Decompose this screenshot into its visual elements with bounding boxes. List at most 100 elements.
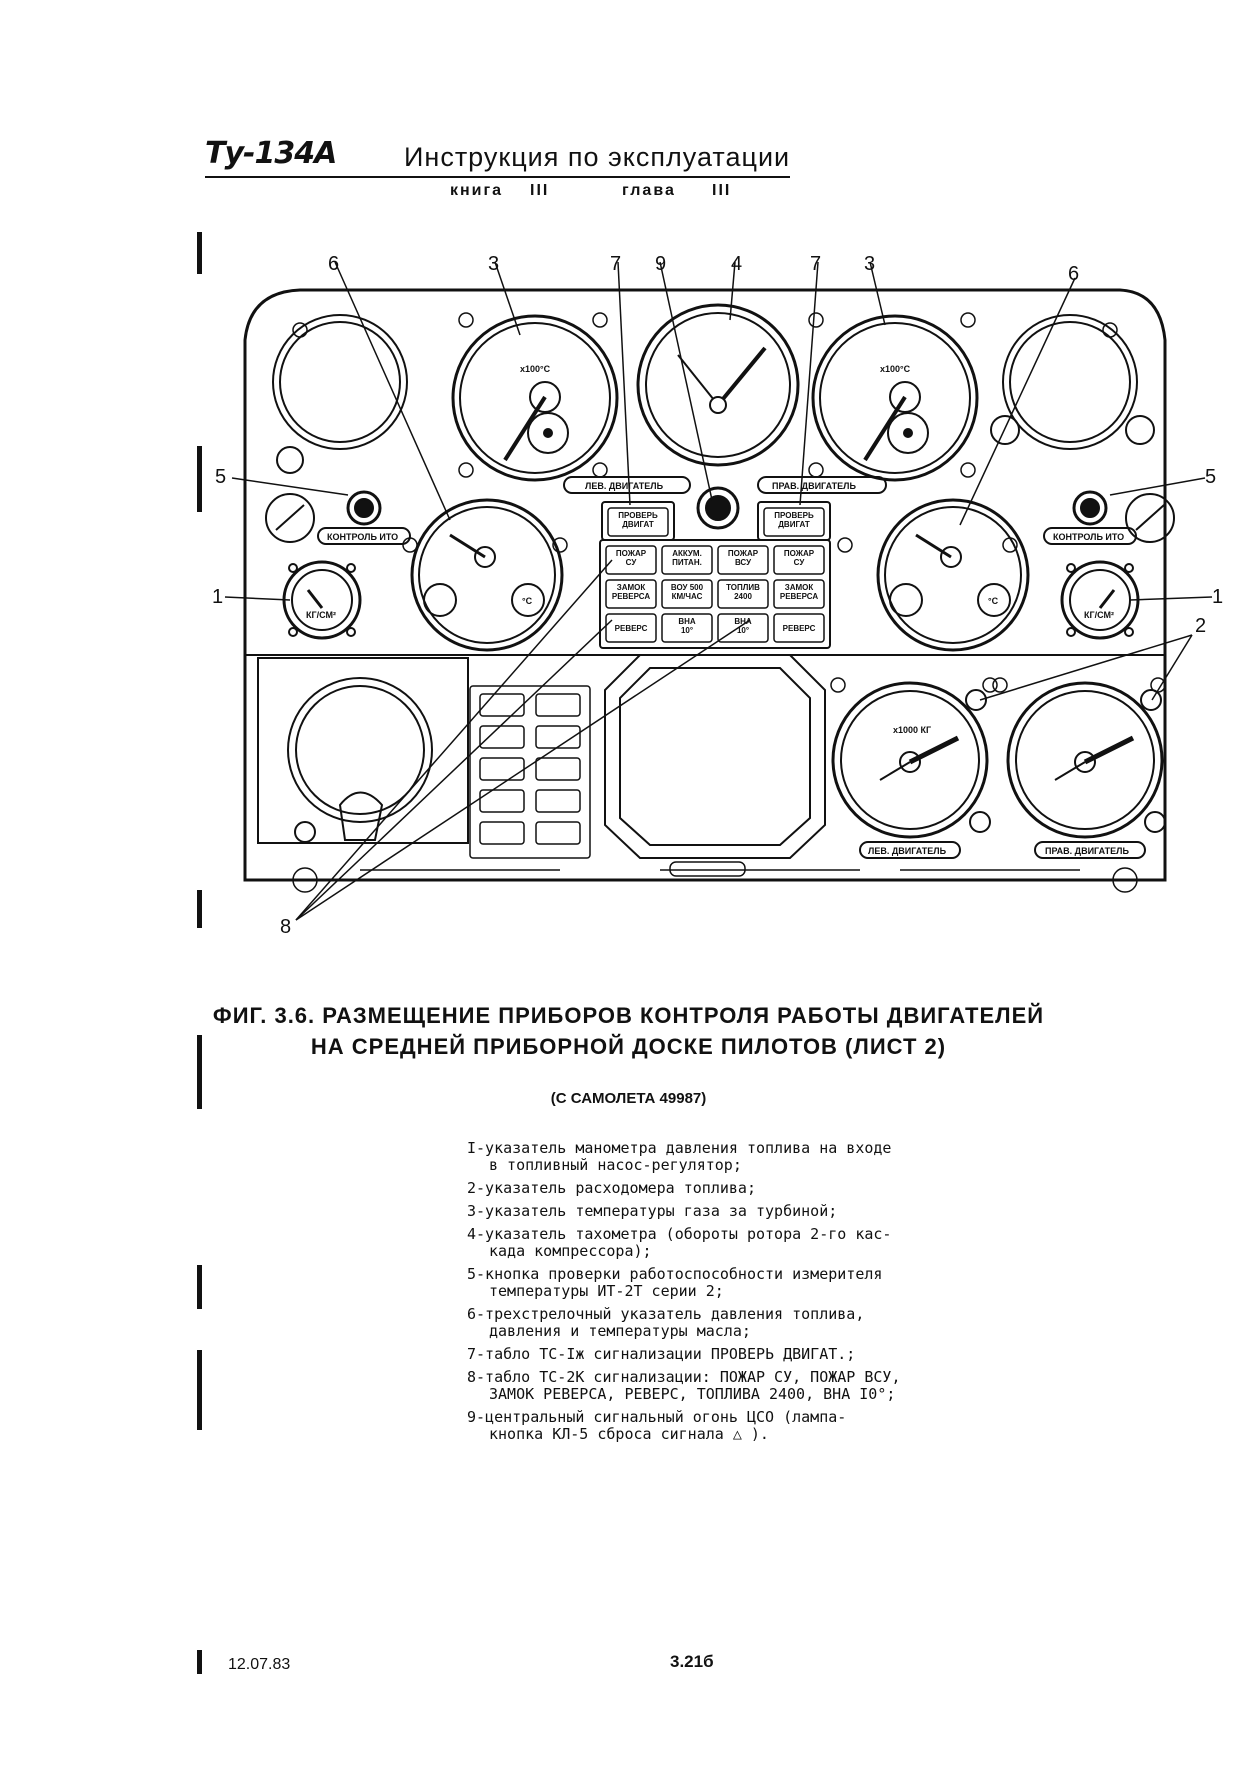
- callout-6-right: 6: [1068, 263, 1079, 285]
- tachometer-gauge: [636, 303, 800, 467]
- fuel-pressure-gauge-left: [282, 560, 362, 640]
- annunciator-lamp-frame: [717, 545, 769, 575]
- annunciator-lamp-label: 10°: [681, 626, 693, 635]
- callout-2: 2: [1195, 615, 1206, 637]
- annunciator-lamp-label: ПОЖАР: [728, 549, 759, 558]
- annunciator-lamp-label: СУ: [626, 558, 638, 567]
- egt-unit-right: x100°С: [880, 364, 911, 374]
- annunciator-lamp-frame: [605, 613, 657, 643]
- pressure-unit-right: КГ/СМ²: [1084, 610, 1114, 620]
- revision-bar: [197, 1650, 202, 1674]
- annunciator-lamp-label: ЗАМОК: [785, 583, 814, 592]
- temp-unit-left: °С: [522, 596, 533, 606]
- legend-item: 4-указатель тахометра (обороты ротора 2-…: [467, 1225, 892, 1260]
- annunciator-lamp-label: СУ: [794, 558, 806, 567]
- ito-check-label-left: КОНТРОЛЬ ИТО: [327, 532, 398, 542]
- annunciator-lamp-frame: [605, 545, 657, 575]
- revision-bar: [197, 1350, 202, 1430]
- callout-leaders: [224, 261, 1213, 921]
- left-engine-label-frame: [563, 476, 691, 494]
- footer-date: 12.07.83: [228, 1656, 291, 1673]
- annunciator-lamp-frame: [773, 545, 825, 575]
- right-engine-label: ПРАВ. ДВИГАТЕЛЬ: [772, 481, 856, 491]
- legend-item: 5-кнопка проверки работоспособности изме…: [467, 1265, 883, 1300]
- fuel-pressure-gauge-right: [1060, 560, 1140, 640]
- revision-bar: [197, 446, 202, 512]
- revision-bar: [197, 1265, 202, 1309]
- header-rule: [205, 176, 790, 178]
- ito-test-button-right: [1072, 490, 1108, 526]
- callout-7-left: 7: [610, 253, 621, 275]
- instrument-panel-figure: 6 3 7 9 4 7 3 6 5 5 1 1 2 8 x100°С x100°…: [212, 253, 1223, 938]
- callout-8: 8: [280, 916, 291, 938]
- annunciator-lamp-label: 2400: [734, 592, 752, 601]
- annunciator-lamp-frame: [661, 579, 713, 609]
- legend-item: I-указатель манометра давления топлива н…: [467, 1139, 892, 1174]
- fuel-flow-right-engine-label: ПРАВ. ДВИГАТЕЛЬ: [1045, 846, 1129, 856]
- check-engine-annunciator-right-label: ДВИГАТ: [778, 520, 810, 529]
- annunciator-lamp-label: РЕВЕРС: [615, 624, 648, 633]
- legend-item: 2-указатель расходомера топлива;: [467, 1179, 756, 1197]
- revision-bar: [197, 232, 202, 274]
- master-warning-button: [696, 486, 740, 530]
- document-logo: Ту-134А: [205, 136, 337, 171]
- spare-annunciator-grid: [469, 685, 591, 859]
- egt-gauge-left: [451, 314, 619, 482]
- blank-instrument-left: [272, 314, 408, 450]
- annunciator-lamp-label: ПОЖАР: [784, 549, 815, 558]
- figure-subtitle: (С САМОЛЕТА 49987): [550, 1090, 707, 1107]
- annunciator-lamp-label: ВНА: [734, 617, 752, 626]
- legend-item: 3-указатель температуры газа за турбиной…: [467, 1202, 838, 1220]
- annunciator-lamp-frame: [661, 613, 713, 643]
- annunciator-lamp-label: ПИТАН.: [672, 558, 702, 567]
- annunciator-lamp-label: КМ/ЧАС: [672, 592, 703, 601]
- ito-check-label-right: КОНТРОЛЬ ИТО: [1053, 532, 1124, 542]
- figure-caption-line2: НА СРЕДНЕЙ ПРИБОРНОЙ ДОСКЕ ПИЛОТОВ (ЛИСТ…: [310, 1034, 947, 1059]
- callout-1-left: 1: [212, 586, 223, 608]
- callout-7-right: 7: [810, 253, 821, 275]
- check-engine-annunciator-right-frame: [763, 507, 825, 537]
- callout-4: 4: [731, 253, 742, 275]
- callout-3-left: 3: [488, 253, 499, 275]
- annunciator-lamp-frame: [717, 579, 769, 609]
- annunciator-lamp-label: ЗАМОК: [617, 583, 646, 592]
- chapter-label: глава: [622, 182, 676, 199]
- check-engine-annunciator-left-label: ДВИГАТ: [622, 520, 654, 529]
- callout-6-left: 6: [328, 253, 339, 275]
- document-title: Инструкция по эксплуатации: [404, 142, 791, 172]
- legend-item: 9-центральный сигнальный огонь ЦСО (ламп…: [467, 1408, 847, 1443]
- three-needle-gauge-right: [876, 498, 1030, 652]
- three-needle-gauge-left: [410, 498, 564, 652]
- check-engine-annunciator-left-frame: [607, 507, 669, 537]
- annunciator-lamp-frame: [717, 613, 769, 643]
- panel-outline: [243, 288, 1167, 882]
- chapter-value: III: [712, 182, 732, 199]
- figure-legend: I-указатель манометра давления топлива н…: [467, 1140, 967, 1449]
- left-engine-label: ЛЕВ. ДВИГАТЕЛЬ: [585, 481, 664, 491]
- ito-test-button-left: [346, 490, 382, 526]
- revision-bar: [197, 890, 202, 928]
- right-engine-label-frame: [757, 476, 887, 494]
- book-label: книга: [450, 182, 504, 199]
- callout-9: 9: [655, 253, 666, 275]
- annunciator-lamp-label: ПОЖАР: [616, 549, 647, 558]
- fuel-flow-unit-left: x1000 КГ: [893, 725, 931, 735]
- legend-item: 6-трехстрелочный указатель давления топл…: [467, 1305, 865, 1340]
- annunciator-lamp-frame: [605, 579, 657, 609]
- check-engine-annunciator-right-label: ПРОВЕРЬ: [774, 511, 814, 520]
- legend-item: 8-табло ТС-2К сигнализации: ПОЖАР СУ, ПО…: [467, 1368, 901, 1403]
- annunciator-lamp-label: ВНА: [678, 617, 696, 626]
- callout-3-right: 3: [864, 253, 875, 275]
- callout-1-right: 1: [1212, 586, 1223, 608]
- annunciator-lamp-label: ВОУ 500: [671, 583, 704, 592]
- page-number: 3.21б: [670, 1652, 714, 1671]
- fuel-flow-gauge-left: [831, 681, 991, 839]
- egt-unit-left: x100°С: [520, 364, 551, 374]
- annunciator-lamp-label: ВСУ: [735, 558, 752, 567]
- annunciator-lamp-label: РЕВЕРС: [783, 624, 816, 633]
- book-value: III: [530, 182, 550, 199]
- revision-bar: [197, 1035, 202, 1109]
- temp-unit-right: °С: [988, 596, 999, 606]
- callout-numbers: 6 3 7 9 4 7 3 6 5 5 1 1 2 8: [212, 253, 1223, 938]
- callout-5-right: 5: [1205, 466, 1216, 488]
